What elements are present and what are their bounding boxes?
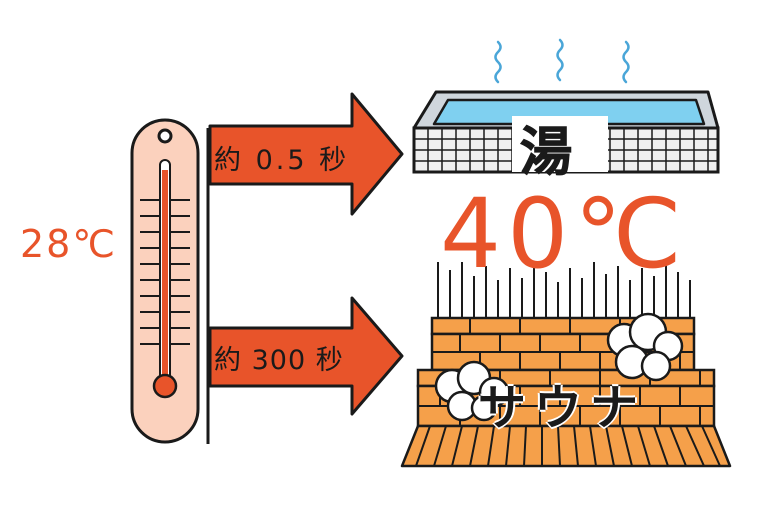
- arrow-top-label: 約 0.5 秒: [214, 145, 350, 176]
- thermometer-icon: [130, 118, 200, 444]
- arrow-bottom-label: 約 300 秒: [214, 345, 344, 376]
- steam-cloud-icon: [434, 312, 684, 422]
- sauna-label: サウナ: [478, 380, 647, 436]
- bath-label: 湯: [519, 123, 573, 184]
- arrow-bottom: [208, 296, 404, 416]
- sauna-wall-slats: [437, 262, 691, 318]
- start-temperature-label: 28℃: [20, 222, 118, 266]
- arrow-top: [208, 92, 404, 216]
- bathtub-icon: [412, 90, 720, 174]
- steam-icon: [494, 38, 630, 84]
- target-temperature-label: 40℃: [440, 178, 688, 290]
